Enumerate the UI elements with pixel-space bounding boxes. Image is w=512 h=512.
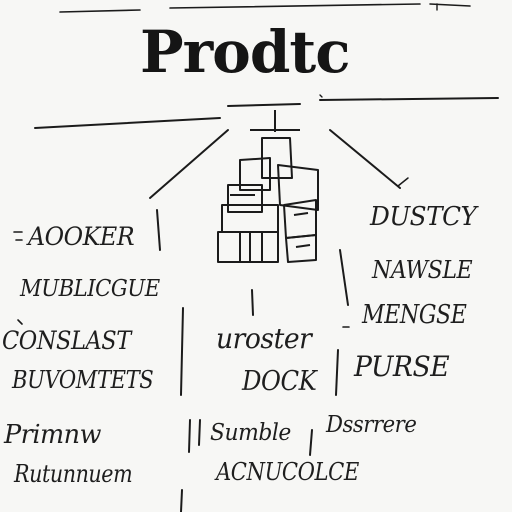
divider-right-top	[339, 249, 349, 306]
branch-left	[149, 129, 229, 199]
divider-left-bottom	[180, 489, 183, 512]
divider-left-top	[156, 209, 161, 251]
left-item: BUVOMTETS	[12, 366, 154, 394]
center-item: Sumble	[210, 420, 291, 446]
center-heading: uroster	[216, 322, 312, 355]
page-title: Prodtc	[140, 18, 351, 86]
divider-right-mid	[335, 349, 339, 396]
center-item: DOCK	[242, 366, 317, 397]
left-item: MUBLICGUE	[20, 276, 160, 302]
divider-left-low	[188, 419, 191, 453]
left-item: CONSLAST	[2, 326, 131, 355]
left-heading: AOOKER	[28, 222, 135, 251]
divider-left-mid	[180, 307, 184, 396]
left-item: Rutunnuem	[14, 460, 133, 488]
right-item: PURSE	[354, 350, 450, 383]
title-rule-right	[227, 97, 499, 107]
left-item: Primnw	[4, 420, 101, 450]
right-heading: DUSTCY	[370, 202, 477, 232]
right-item: NAWSLE	[372, 256, 473, 284]
divider-right-low	[309, 429, 313, 456]
center-item: ACNUCOLCE	[216, 458, 359, 486]
branch-right	[329, 129, 401, 189]
title-rule-left	[34, 117, 221, 129]
right-item: MENGSE	[362, 300, 467, 330]
divider-center-top	[251, 289, 254, 316]
right-item: Dssrrere	[326, 412, 417, 438]
